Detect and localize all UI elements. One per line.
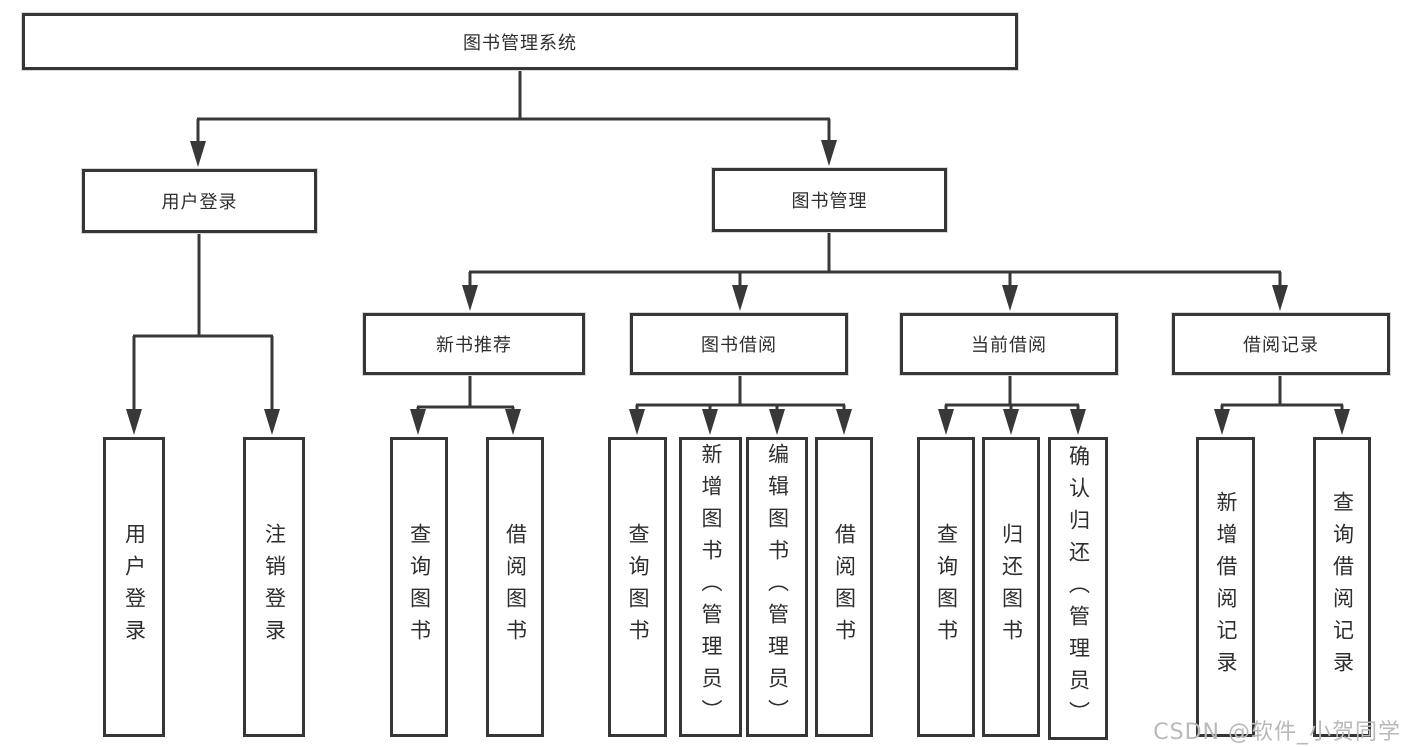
leaf-add-book-admin-label: 新增图书（管理员） <box>699 443 723 731</box>
leaf-edit-book-admin-label: 编辑图书（管理员） <box>765 443 790 731</box>
node-root: 图书管理系统 <box>22 13 1018 70</box>
leaf-query-book-current-label: 查询图书 <box>934 523 959 651</box>
connector-userlogin-to-leaves <box>132 233 274 414</box>
leaf-add-borrow-record: 新增借阅记录 <box>1196 437 1255 737</box>
leaf-add-borrow-record-label: 新增借阅记录 <box>1214 491 1238 683</box>
leaf-user-login-label: 用户登录 <box>122 523 147 651</box>
connector-bookborrow-to-leaves <box>635 375 846 414</box>
node-current-borrowing: 当前借阅 <box>900 313 1118 375</box>
leaf-return-book-label: 归还图书 <box>999 523 1024 651</box>
leaf-query-book-recommend: 查询图书 <box>390 437 448 737</box>
leaf-logout-label: 注销登录 <box>262 523 287 651</box>
leaf-query-borrow-record: 查询借阅记录 <box>1313 437 1371 737</box>
connector-bookmgmt-to-level3 <box>468 232 1282 290</box>
leaf-query-book-borrowing: 查询图书 <box>608 437 667 737</box>
leaf-query-book-recommend-label: 查询图书 <box>407 523 432 651</box>
leaf-query-book-current: 查询图书 <box>917 437 975 737</box>
leaf-confirm-return-admin: 确认归还（管理员） <box>1048 437 1108 740</box>
connector-newbookrec-to-leaves <box>416 375 515 414</box>
leaf-edit-book-admin: 编辑图书（管理员） <box>746 437 808 737</box>
node-book-management-label: 图书管理 <box>791 191 868 212</box>
node-new-book-recommend-label: 新书推荐 <box>436 335 512 356</box>
leaf-query-borrow-record-label: 查询借阅记录 <box>1330 491 1355 683</box>
leaf-confirm-return-admin-label: 确认归还（管理员） <box>1066 444 1091 733</box>
leaf-user-login: 用户登录 <box>103 437 165 737</box>
leaf-borrow-book-borrowing-label: 借阅图书 <box>832 523 857 651</box>
leaf-logout: 注销登录 <box>243 437 305 737</box>
connector-borrowrecord-to-leaves <box>1220 375 1344 414</box>
connector-root-to-level2 <box>196 70 831 146</box>
leaf-borrow-book-recommend-label: 借阅图书 <box>503 523 528 651</box>
leaf-borrow-book-recommend: 借阅图书 <box>486 437 544 737</box>
leaf-return-book: 归还图书 <box>982 437 1040 737</box>
connector-currentborrow-to-leaves <box>944 375 1080 414</box>
csdn-watermark: CSDN @软件_小贺同学 <box>1153 720 1401 745</box>
node-borrowing-records-label: 借阅记录 <box>1243 335 1319 356</box>
leaf-borrow-book-borrowing: 借阅图书 <box>815 437 873 737</box>
leaf-add-book-admin: 新增图书（管理员） <box>679 437 742 737</box>
node-current-borrowing-label: 当前借阅 <box>971 335 1047 356</box>
node-book-borrowing-label: 图书借阅 <box>701 335 777 356</box>
node-book-borrowing: 图书借阅 <box>630 313 848 375</box>
node-book-management: 图书管理 <box>712 168 947 232</box>
node-borrowing-records: 借阅记录 <box>1172 313 1390 375</box>
node-user-login-label: 用户登录 <box>161 192 238 213</box>
node-root-label: 图书管理系统 <box>463 32 577 54</box>
node-new-book-recommend: 新书推荐 <box>363 313 585 375</box>
node-user-login: 用户登录 <box>82 169 317 233</box>
leaf-query-book-borrowing-label: 查询图书 <box>626 523 650 651</box>
